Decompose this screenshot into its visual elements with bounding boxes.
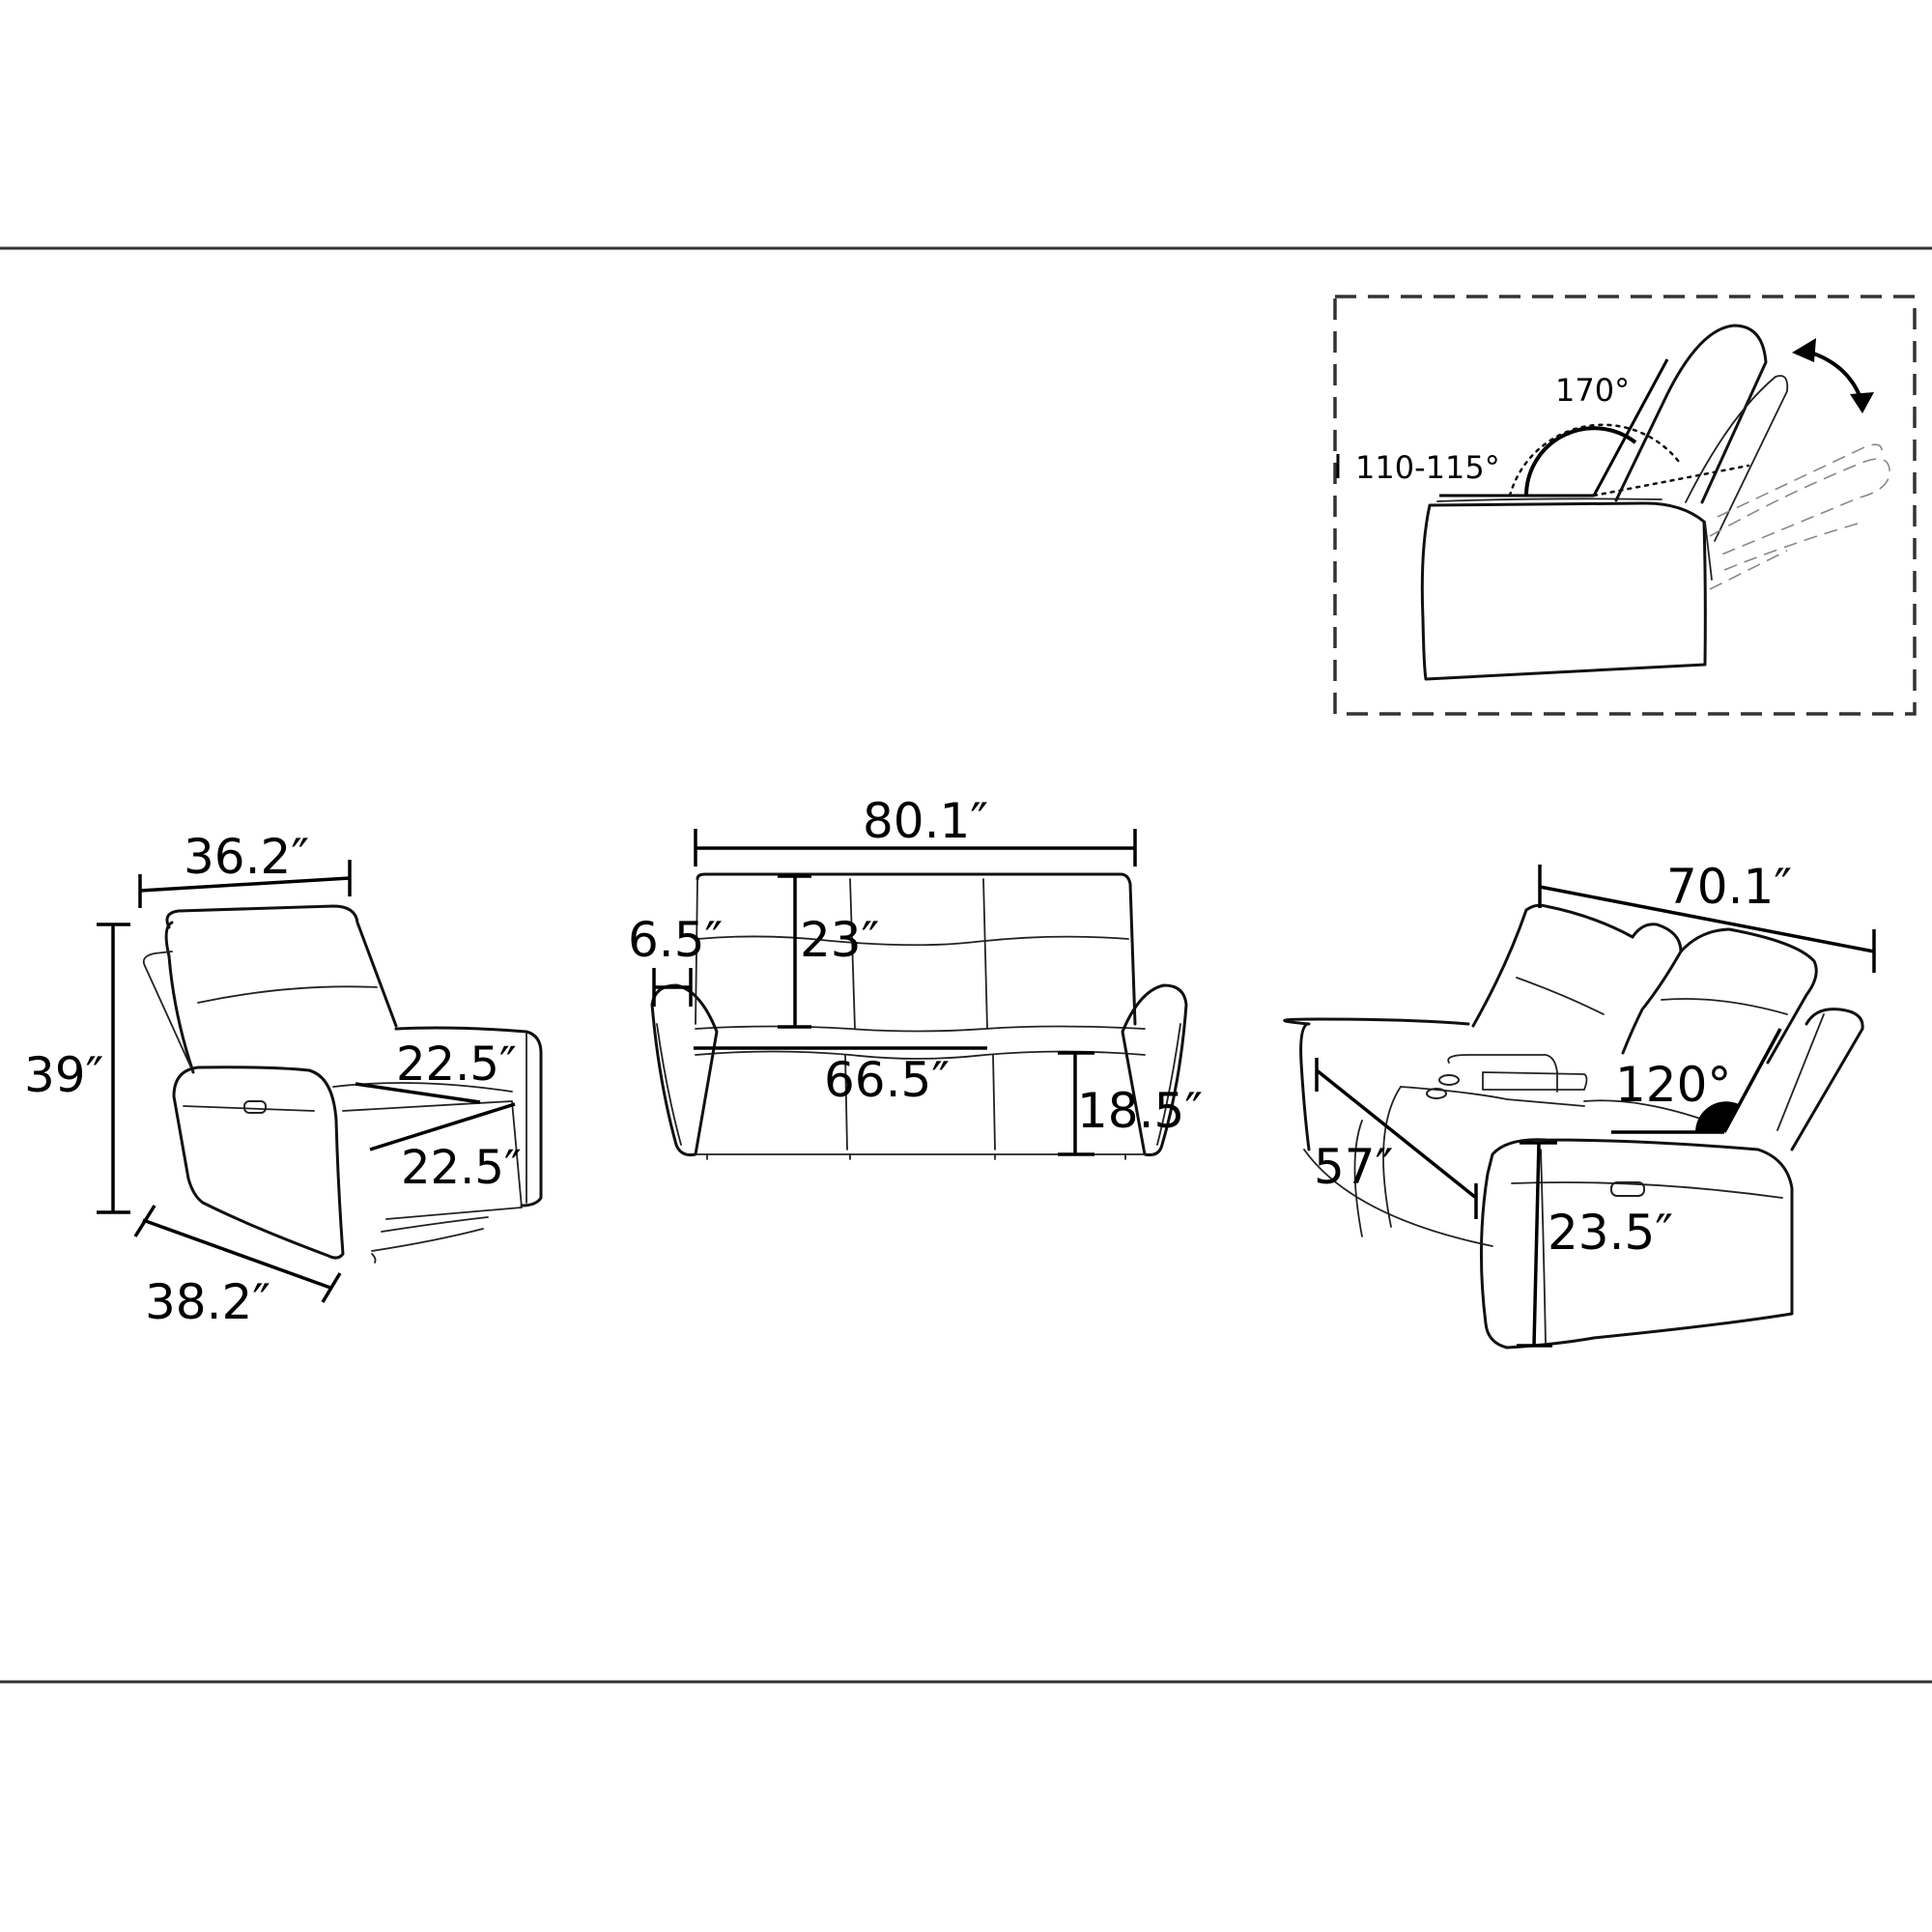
loveseat-depth-label: 57″ <box>1314 1139 1393 1195</box>
sofa-seat-top <box>695 1025 1146 1033</box>
recline-arrow-head-1 <box>1792 338 1816 362</box>
chair-depth-label: 38.2″ <box>145 1274 270 1330</box>
sofa-right-arm-inner <box>1156 1023 1181 1146</box>
detail-dashed-border <box>1333 295 1917 716</box>
cupholder-icon <box>1438 1074 1460 1086</box>
loveseat-seat-left <box>1400 1086 1585 1107</box>
loveseat-back-left <box>1471 903 1634 1028</box>
chair-width-label: 36.2″ <box>184 829 309 885</box>
sofa-left-arm-inner <box>656 1023 682 1146</box>
detail-seat <box>1436 497 1662 502</box>
detail-chair-base <box>1420 501 1707 681</box>
sofa-back-outline <box>696 872 1137 1026</box>
recline-arrow-head-2 <box>1850 392 1874 413</box>
chair-power-button-icon <box>243 1100 267 1114</box>
chair-back-left-wing <box>142 951 173 967</box>
loveseat-arm-height-dim-line <box>1532 1142 1541 1347</box>
loveseat-seat-left-front <box>1382 1086 1402 1228</box>
loveseat-right-arm <box>1479 1138 1794 1350</box>
chair-footrest-line-2 <box>371 1228 484 1252</box>
upright-angle-label: 110-115° <box>1355 449 1500 486</box>
loveseat-right-arm-seam <box>1511 1181 1783 1199</box>
loveseat-angle-wedge <box>1695 1101 1739 1132</box>
sofa-seat-divider-2 <box>992 1054 996 1151</box>
sofa-back-seam <box>696 935 1129 947</box>
loveseat-width-dim-line <box>1539 885 1875 953</box>
loveseat-right-wing-inner <box>1776 1013 1825 1131</box>
back-reference-line <box>1592 358 1669 497</box>
loveseat-power-button-icon <box>1610 1181 1645 1197</box>
chair-depth-tick-right <box>321 1272 342 1303</box>
chair-foot <box>371 1253 377 1264</box>
chair-seat-depth-label: 22.5″ <box>396 1037 517 1092</box>
sofa-seat-height-label: 18.5″ <box>1077 1083 1203 1139</box>
sofa-back-divider-2 <box>982 878 988 1030</box>
detail-back-reclined-2 <box>1717 443 1883 518</box>
cupholder-icon-2 <box>1426 1088 1447 1099</box>
detail-back-reclined-3 <box>1723 521 1865 571</box>
loveseat-back-seam-2 <box>1661 998 1788 1015</box>
sofa-back-height-label: 23″ <box>800 912 879 968</box>
chair-depth-tick-left <box>133 1205 156 1237</box>
chair-back-seam <box>197 985 378 1004</box>
loveseat-console-lid <box>1482 1071 1588 1091</box>
loveseat-depth-dim-line <box>1315 1068 1478 1200</box>
loveseat-arm-height-label: 23.5″ <box>1548 1205 1673 1261</box>
recline-reference-line <box>1592 464 1750 497</box>
detail-leg-link <box>1704 521 1713 581</box>
loveseat-right-wing <box>1790 1008 1864 1151</box>
loveseat-right-arm-front <box>1540 1149 1547 1344</box>
loveseat-console-top <box>1447 1054 1558 1093</box>
sofa-back-divider-1 <box>849 878 856 1030</box>
recliner-chair: 36.2″ 39″ 38.2″ 22.5″ 22.5″ <box>24 829 543 1330</box>
loveseat-left-arm-top <box>1283 1017 1470 1026</box>
chair-seat-width-dim-line <box>369 1102 516 1151</box>
loveseat-back-right <box>1679 927 1818 1065</box>
chair-seat-depth-dim-line <box>355 1082 481 1104</box>
chair-back-left-wing-edge <box>144 965 194 1073</box>
recline-angle-label: 170° <box>1555 372 1630 409</box>
recline-angle-arc <box>1508 423 1681 497</box>
chair-back-top <box>165 904 398 1028</box>
detail-back-reclined <box>1709 458 1890 556</box>
sofa-seat-divider-1 <box>844 1054 848 1151</box>
sofa-feet <box>706 1153 1126 1160</box>
sofa-left-arm <box>650 983 719 1156</box>
loveseat-base-left <box>1303 1149 1493 1247</box>
loveseat-seat-left-front-2 <box>1353 1120 1363 1237</box>
detail-back-upright <box>1614 324 1768 504</box>
loveseat-angle-back-line <box>1722 1028 1782 1133</box>
chair-right-arm <box>394 1026 543 1208</box>
upright-angle-arc <box>1524 426 1637 497</box>
chair-left-arm <box>172 1065 345 1260</box>
sofa-arm-width-label: 6.5″ <box>628 912 723 968</box>
sofa-seat-width-label: 66.5″ <box>824 1052 950 1108</box>
sofa-width-label: 80.1″ <box>863 793 988 849</box>
sofa-back-left <box>695 878 698 1025</box>
loveseat-back-seam-1 <box>1516 977 1605 1015</box>
chair-seat-width-label: 22.5″ <box>401 1141 522 1195</box>
loveseat-recline-angle-label: 120° <box>1615 1057 1731 1113</box>
loveseat: 70.1″ 57″ 120° 23.5″ <box>1283 859 1876 1350</box>
recline-detail-panel: 170° 110-115° <box>1333 295 1917 716</box>
chair-depth-dim-line <box>142 1218 331 1290</box>
loveseat-left-arm-front <box>1299 1022 1311 1151</box>
chair-left-arm-seam <box>183 1105 315 1112</box>
sofa: 80.1″ 23″ 6.5″ 66.5″ 18.5″ <box>628 793 1203 1160</box>
chair-width-dim-line <box>139 876 351 893</box>
detail-back-inner <box>1685 375 1789 542</box>
chair-back-side <box>164 921 195 1074</box>
chair-height-label: 39″ <box>24 1047 103 1103</box>
sofa-right-arm <box>1121 983 1188 1156</box>
detail-footrest-ghost <box>1709 550 1788 590</box>
chair-seat-front <box>342 1100 523 1220</box>
chair-footrest-line <box>381 1216 489 1233</box>
chair-seat-front-top <box>332 1082 513 1093</box>
loveseat-width-label: 70.1″ <box>1666 859 1792 915</box>
loveseat-back-middle <box>1621 923 1683 1055</box>
